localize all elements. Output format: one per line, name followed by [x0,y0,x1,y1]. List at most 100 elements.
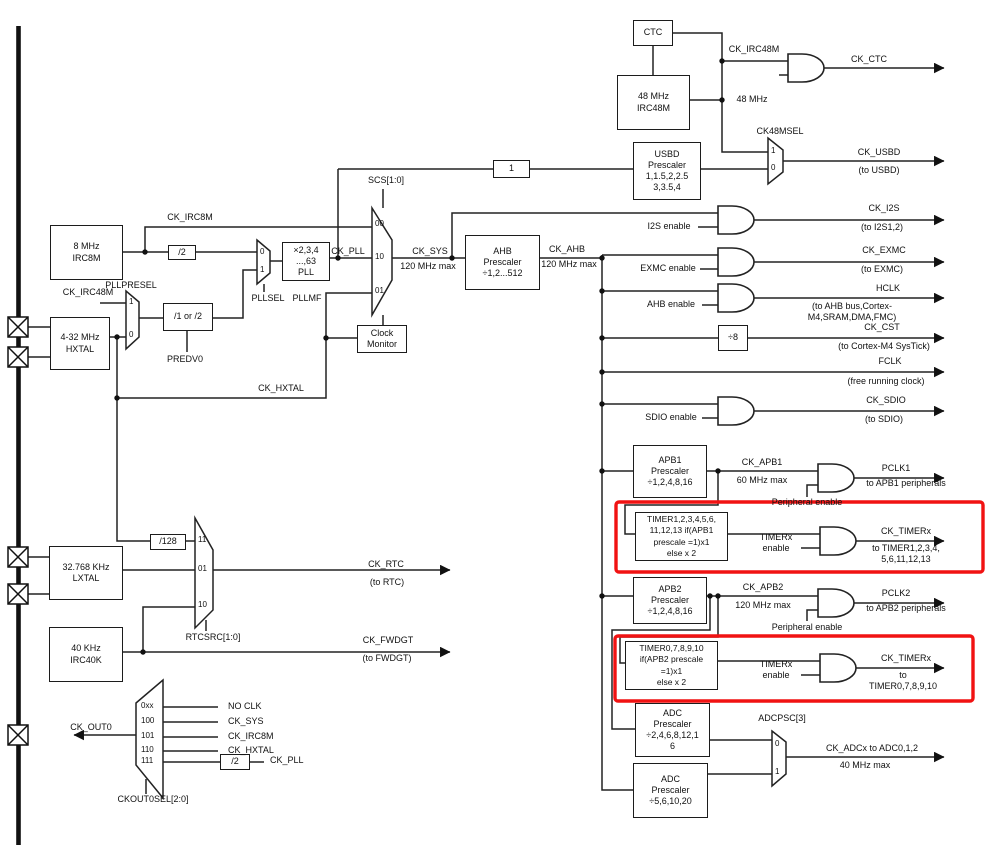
timer-mult-apb2-box: TIMER0,7,8,9,10 if(APB2 prescale =1)x1 e… [625,641,718,690]
predv0-div-box: /1 or /2 [163,303,213,331]
peripheral-enable1-label: Peripheral enable [771,497,843,507]
ck-timerx1-label: CK_TIMERx [880,526,932,536]
ckout0-port-110: 110 [141,745,154,754]
adcpsc-port-1: 1 [775,767,780,776]
lxtal-box: 32.768 KHz LXTAL [49,546,123,600]
ckout0sel-label: CKOUT0SEL[2:0] [117,794,189,804]
out-ck-pll-label: CK_PLL [270,755,304,765]
ckout0-port-111: 111 [141,756,154,765]
and-gates [717,53,857,683]
irc8m-box: 8 MHz IRC8M [50,225,123,280]
pin-pads [7,316,29,746]
ckout0-port-101: 101 [141,731,155,740]
ck-out0-label: CK_OUT0 [70,722,112,732]
ck-fwdgt-label: CK_FWDGT [362,635,414,645]
shape [140,649,146,655]
ahb-enable-label: AHB enable [646,299,696,309]
highlights [613,500,985,703]
pllsel-label: PLLSEL [251,293,285,303]
ahb-prescaler-box: AHB Prescaler ÷1,2...512 [465,235,540,290]
48mhz-label: 48 MHz [736,94,768,104]
scs-port-00: 00 [375,219,384,228]
wire [7,546,29,568]
ctc-and-gate [787,53,825,83]
ck-rtc-label: CK_RTC [368,559,404,569]
ck-pll-label: CK_PLL [331,246,365,256]
wire [117,292,372,399]
ck-ctc-label: CK_CTC [850,54,888,64]
to-sdio-label: (to SDIO) [864,414,904,424]
apb2-prescaler-box: APB2 Prescaler ÷1,2,4,8,16 [633,577,707,624]
wire [451,212,718,258]
shape [707,593,713,599]
hxtal-pin-pad [7,346,29,368]
ck-irc48m-label: CK_IRC48M [728,44,780,54]
wire [7,583,29,605]
pllpresel-mux [125,289,140,351]
clock-monitor-box: Clock Monitor [357,325,407,353]
to-exmc-label: (to EXMC) [860,264,904,274]
timerx-enable1-label: TIMERx enable [759,532,793,553]
shape [599,401,605,407]
scs-port-10: 10 [375,252,384,261]
timer-apb1-and-gate [819,526,857,556]
ck-ahb-label: CK_AHB [548,244,586,254]
wire [213,269,257,319]
to-timerx1-label: to TIMER1,2,3,4, 5,6,11,12,13 [872,543,940,564]
pllsel-port-1: 1 [260,265,265,274]
shape [719,58,725,64]
rtcsrc-mux [194,515,214,630]
pllmf-label: PLLMF [292,293,322,303]
sdio-and-gate [717,396,755,426]
i2s-enable-label: I2S enable [647,221,691,231]
pclk1-label: PCLK1 [881,463,911,473]
lxtal-pin-pad [7,583,29,605]
wire [806,609,818,621]
shape [114,395,120,401]
to-fwdgt-label: (to FWDGT) [362,653,412,663]
div2-irc8m-box: /2 [168,245,196,260]
adcpsc-mux [771,729,787,788]
adcpsc-port-0: 0 [775,739,780,748]
wire [7,346,29,368]
timer-apb1-highlight-box [614,500,985,574]
ck48msel-mux [767,136,784,186]
no-clk-label: NO CLK [228,701,262,711]
shape [599,288,605,294]
wire [7,724,29,746]
ck48msel-label: CK48MSEL [756,126,804,136]
usbd-prescaler-box: USBD Prescaler 1,1.5,2,2.5 3,3.5,4 [633,142,701,200]
to-pclk1-label: to APB1 peripherals [866,478,946,488]
shape [599,468,605,474]
shape [335,255,341,261]
exmc-and-gate [717,247,755,277]
muxes [125,136,787,801]
ck-hxtal-label: CK_HXTAL [258,383,304,393]
ck48msel-port-0: 0 [771,163,776,172]
pclk1-and-gate [817,463,855,493]
ck-timerx2-label: CK_TIMERx [880,653,932,663]
to-hclk-label: (to AHB bus,Cortex-M4,SRAM,DMA,FMC) [807,301,897,322]
apb1-prescaler-box: APB1 Prescaler ÷1,2,4,8,16 [633,445,707,498]
hxtal-pin-pad [7,316,29,338]
scs-port-01: 01 [375,286,384,295]
adc-max-label: 40 MHz max [839,760,891,770]
to-cst-label: (to Cortex-M4 SysTick) [838,341,930,351]
ck-adcx-label: CK_ADCx to ADC0,1,2 [825,743,919,753]
ck-usbd-label: CK_USBD [857,147,901,157]
timer-apb2-and-gate [819,653,857,683]
apb2-max-label: 120 MHz max [735,600,791,610]
pllpresel-label: PLLPRESEL [105,280,157,290]
adcpsc-label: ADCPSC[3] [758,713,806,723]
adc-prescaler-ahb-box: ADC Prescaler ÷5,6,10,20 [633,763,708,818]
sdio-enable-label: SDIO enable [645,412,697,422]
scs-label: SCS[1:0] [367,175,405,185]
timerx-enable2-label: TIMERx enable [759,659,793,680]
shape [599,593,605,599]
shape [599,255,605,261]
free-running-label: (free running clock) [847,376,925,386]
shape [114,334,120,340]
rtcsrc-port-01: 01 [198,564,207,573]
